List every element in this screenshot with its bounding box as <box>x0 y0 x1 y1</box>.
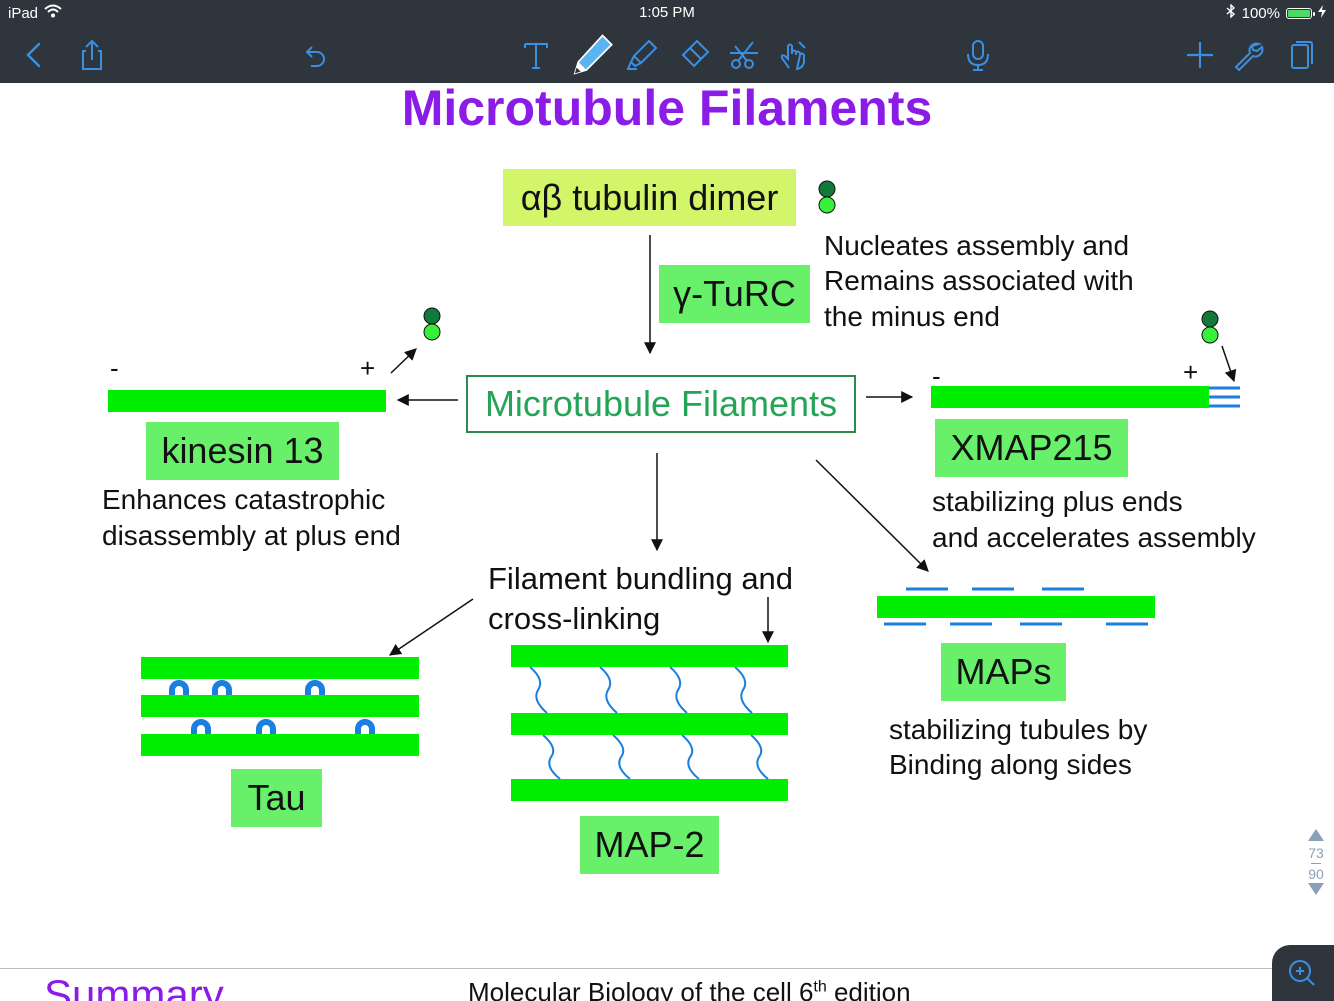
next-page-summary-heading: Summary <box>44 971 224 1001</box>
map2-label: MAP-2 <box>580 816 719 874</box>
wifi-icon <box>44 4 62 22</box>
microphone-icon <box>967 39 989 71</box>
turc-description-line-2: Remains associated with <box>824 265 1134 296</box>
lasso-tool-button[interactable] <box>722 26 766 83</box>
highlighter-tool-button[interactable] <box>620 26 664 83</box>
plus-icon <box>1187 41 1213 68</box>
arrow-dimer-add <box>1221 345 1237 383</box>
arrow-dimer-release <box>390 348 417 374</box>
plus-end-sign: + <box>1183 357 1199 387</box>
page-up-icon[interactable] <box>1306 828 1326 842</box>
clock: 1:05 PM <box>639 4 695 21</box>
highlighter-icon <box>626 39 658 70</box>
add-button[interactable] <box>1178 26 1222 83</box>
tau-links <box>169 680 375 734</box>
filament-map2-3 <box>511 779 788 801</box>
turc-description-line-3: the minus end <box>824 301 1000 332</box>
pages-icon <box>1291 40 1313 69</box>
minus-end-sign: - <box>110 353 119 383</box>
kinesin-13-label: kinesin 13 <box>146 422 339 480</box>
charging-icon <box>1318 4 1326 22</box>
status-bar: iPad 1:05 PM 100% <box>0 0 1334 26</box>
kinesin-description-line-1: Enhances catastrophic <box>102 484 386 515</box>
reference-tail: edition <box>826 977 911 1001</box>
undo-button[interactable] <box>292 26 336 83</box>
scissors-icon <box>730 40 758 69</box>
pages-button[interactable] <box>1278 26 1322 83</box>
arrow-to-maps <box>815 459 929 572</box>
pen-tool-button[interactable] <box>566 26 616 83</box>
gamma-turc-label: γ-TuRC <box>659 265 810 323</box>
text-tool-button[interactable] <box>514 26 558 83</box>
tubulin-dimer-icon <box>818 180 836 214</box>
page-navigator: 73 90 <box>1300 828 1332 899</box>
share-icon <box>82 39 102 70</box>
filament-tau-1 <box>141 657 419 679</box>
kinesin-description-line-2: disassembly at plus end <box>102 520 401 551</box>
bundling-text-line-1: Filament bundling and <box>488 561 794 596</box>
tubulin-dimer-icon <box>423 307 441 341</box>
diagram-arrows <box>108 180 1240 801</box>
current-page-number: 73 <box>1308 845 1324 861</box>
tubulin-dimer-label: αβ tubulin dimer <box>503 169 796 226</box>
document-page[interactable]: Microtubule Filaments <box>0 83 1334 1001</box>
toolbar <box>0 26 1334 83</box>
slide-title: Microtubule Filaments <box>401 83 933 136</box>
maps-description-line-1: stabilizing tubules by <box>889 714 1148 745</box>
maps-binding-lines <box>884 587 1148 626</box>
hand-pointer-icon <box>780 40 806 70</box>
text-tool-icon <box>524 42 548 69</box>
maps-description-line-2: Binding along sides <box>889 749 1132 780</box>
battery-icon <box>1286 7 1315 19</box>
xmap-description-line-1: stabilizing plus ends <box>932 486 1183 517</box>
tubulin-dimer-icon <box>1201 310 1219 344</box>
xmap-description-line-2: and accelerates assembly <box>932 522 1256 553</box>
filament-tau-3 <box>141 734 419 756</box>
device-name: iPad <box>8 4 39 22</box>
plus-end-sign: + <box>360 353 376 383</box>
microtubule-filaments-box: Microtubule Filaments <box>466 375 856 433</box>
zoom-in-icon <box>1289 960 1315 986</box>
page-down-icon[interactable] <box>1306 882 1326 896</box>
battery-percent: 100% <box>1241 4 1280 22</box>
filament-tau-2 <box>141 695 419 717</box>
filament-kinesin <box>108 390 386 412</box>
xmap215-label: XMAP215 <box>935 419 1128 477</box>
filament-map2-2 <box>511 713 788 735</box>
zoom-button[interactable] <box>1272 945 1334 1001</box>
undo-icon <box>305 45 325 67</box>
reference-superscript: th <box>813 978 827 996</box>
tau-label: Tau <box>231 769 322 827</box>
eraser-icon <box>681 39 710 67</box>
page-number-divider <box>1311 863 1321 864</box>
chevron-left-icon <box>26 42 41 67</box>
total-page-count: 90 <box>1308 866 1324 882</box>
page-divider <box>0 968 1272 969</box>
pointer-tool-button[interactable] <box>772 26 816 83</box>
minus-end-sign: - <box>932 361 941 391</box>
filament-xmap <box>931 386 1209 408</box>
wrench-icon <box>1234 42 1264 71</box>
filament-map2-1 <box>511 645 788 667</box>
settings-button[interactable] <box>1226 26 1270 83</box>
bluetooth-icon <box>1226 3 1236 22</box>
microphone-button[interactable] <box>956 26 1000 83</box>
next-page-reference: Molecular Biology of the cell 6th editio… <box>468 977 911 1001</box>
filament-maps <box>877 596 1155 618</box>
xmap-plus-end-lines <box>1209 386 1240 408</box>
bundling-text-line-2: cross-linking <box>488 601 661 636</box>
turc-description-line-1: Nucleates assembly and <box>824 230 1130 261</box>
maps-label: MAPs <box>941 643 1066 701</box>
eraser-tool-button[interactable] <box>672 26 716 83</box>
share-button[interactable] <box>70 26 114 83</box>
map2-crosslinks <box>529 666 769 780</box>
arrow-to-tau <box>389 598 474 656</box>
pen-icon <box>573 33 613 75</box>
reference-text: Molecular Biology of the cell 6 <box>468 977 814 1001</box>
back-button[interactable] <box>12 26 56 83</box>
